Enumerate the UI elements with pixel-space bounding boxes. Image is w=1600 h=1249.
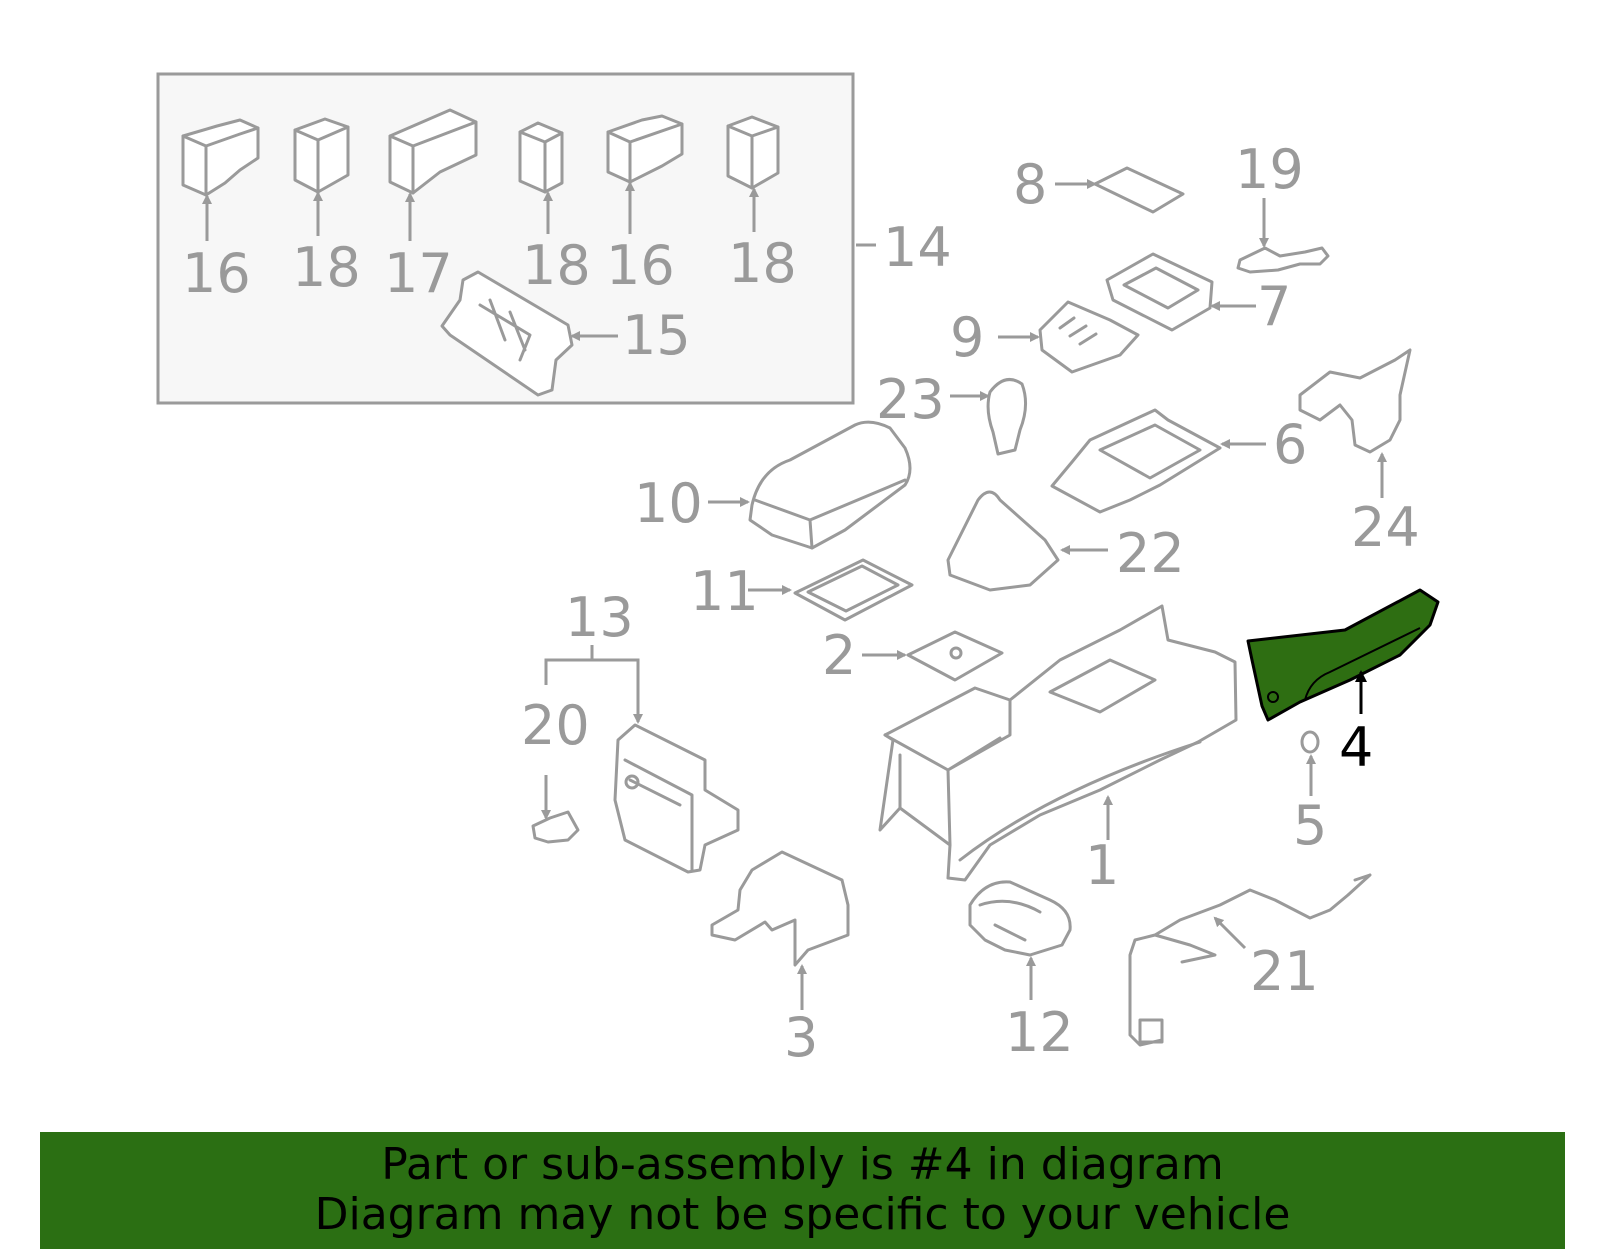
part-18-switch-2 <box>518 121 564 194</box>
callout-17: 17 <box>384 242 453 305</box>
part-2-mat <box>906 630 1004 682</box>
callout-7: 7 <box>1257 275 1291 338</box>
part-1-console <box>878 604 1238 882</box>
callout-3: 3 <box>784 1006 818 1069</box>
part-19-connector <box>1236 246 1330 274</box>
part-21-wire-harness <box>1128 873 1372 1047</box>
part-18-switch-1 <box>293 117 350 194</box>
part-13-panel <box>613 723 740 874</box>
part-10-armrest-lid <box>748 420 912 550</box>
callout-2: 2 <box>822 624 856 687</box>
part-17-switch-double <box>388 108 478 195</box>
part-6-bracket <box>1050 408 1222 514</box>
part-24-bracket <box>1298 348 1412 454</box>
callout-22: 22 <box>1116 522 1185 585</box>
callout-13: 13 <box>565 586 634 649</box>
callout-16-right: 16 <box>606 234 675 297</box>
callout-14: 14 <box>883 216 952 279</box>
part-4-side-panel-highlighted <box>1246 588 1440 722</box>
part-23-shift-knob <box>986 378 1027 456</box>
callout-10: 10 <box>634 472 703 535</box>
part-8-pad <box>1093 166 1185 214</box>
part-5-clip <box>1300 730 1320 754</box>
callout-6: 6 <box>1273 413 1307 476</box>
callout-23: 23 <box>876 368 945 431</box>
banner-line-2: Diagram may not be specific to your vehi… <box>314 1189 1291 1240</box>
callout-4: 4 <box>1339 716 1373 779</box>
callout-11: 11 <box>690 560 759 623</box>
part-11-mat <box>793 558 914 622</box>
callout-20: 20 <box>521 694 590 757</box>
callout-18-1: 18 <box>292 236 361 299</box>
part-18-switch-3 <box>726 115 780 190</box>
callout-1: 1 <box>1085 834 1119 897</box>
callout-21: 21 <box>1250 940 1319 1003</box>
part-20-connector <box>531 810 580 844</box>
callout-16-left: 16 <box>182 242 251 305</box>
callout-19: 19 <box>1235 138 1304 201</box>
callout-15: 15 <box>622 304 691 367</box>
part-12-cup-holder <box>968 880 1072 957</box>
callout-18-3: 18 <box>728 232 797 295</box>
part-16-switch-right <box>606 114 684 184</box>
part-15-switch-bezel <box>440 270 574 397</box>
callout-8: 8 <box>1013 153 1047 216</box>
callout-9: 9 <box>950 306 984 369</box>
part-7-tray <box>1105 252 1214 332</box>
part-9-shift-plate <box>1038 300 1140 374</box>
callout-18-2: 18 <box>522 234 591 297</box>
part-16-switch-left <box>181 118 260 197</box>
callout-12: 12 <box>1005 1001 1074 1064</box>
info-banner: Part or sub-assembly is #4 in diagram Di… <box>40 1132 1565 1249</box>
part-3-bracket <box>710 850 850 967</box>
callout-24: 24 <box>1351 496 1420 559</box>
callout-5: 5 <box>1293 794 1327 857</box>
banner-line-1: Part or sub-assembly is #4 in diagram <box>381 1139 1224 1190</box>
part-22-shift-boot <box>946 490 1060 592</box>
